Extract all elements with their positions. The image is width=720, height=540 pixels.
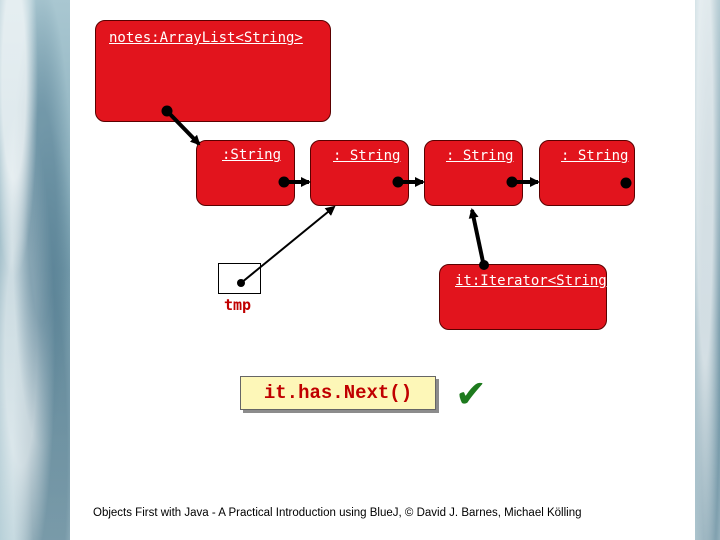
ref-dot-iterator	[479, 260, 489, 270]
string-object-3-label: : String	[446, 148, 514, 164]
string-object-4	[539, 140, 635, 206]
string-object-3	[424, 140, 523, 206]
tmp-variable-label: tmp	[224, 296, 252, 314]
arrow-tmp-to-string2	[240, 205, 336, 284]
check-mark-icon: ✔	[455, 372, 487, 416]
method-call-box: it.has.Next()	[240, 376, 436, 410]
ref-dot-string3	[506, 176, 518, 188]
string-object-1-label: :String	[222, 147, 282, 163]
background-right-strip	[695, 0, 720, 540]
footer-copyright: Objects First with Java - A Practical In…	[93, 507, 582, 519]
ref-dot-string1	[278, 176, 290, 188]
arrow-iterator-to-string3	[468, 208, 485, 263]
string-object-2-label: : String	[333, 148, 401, 164]
ref-dot-string2	[392, 176, 404, 188]
ref-dot-tmp	[237, 279, 245, 287]
background-left-strip	[0, 0, 70, 540]
tmp-variable-box	[218, 263, 261, 294]
ref-dot-list	[161, 105, 173, 117]
arraylist-object	[95, 20, 331, 122]
arrow-list-to-first-string	[165, 109, 201, 146]
ref-dot-string4	[620, 177, 632, 189]
method-call-text: it.has.Next()	[263, 382, 413, 404]
string-object-2	[310, 140, 409, 206]
string-object-4-label: : String	[561, 148, 629, 164]
iterator-object-label: it:Iterator<String>	[455, 273, 616, 289]
arraylist-object-label: notes:ArrayList<String>	[109, 30, 303, 46]
string-object-1	[196, 140, 295, 206]
iterator-object	[439, 264, 607, 330]
